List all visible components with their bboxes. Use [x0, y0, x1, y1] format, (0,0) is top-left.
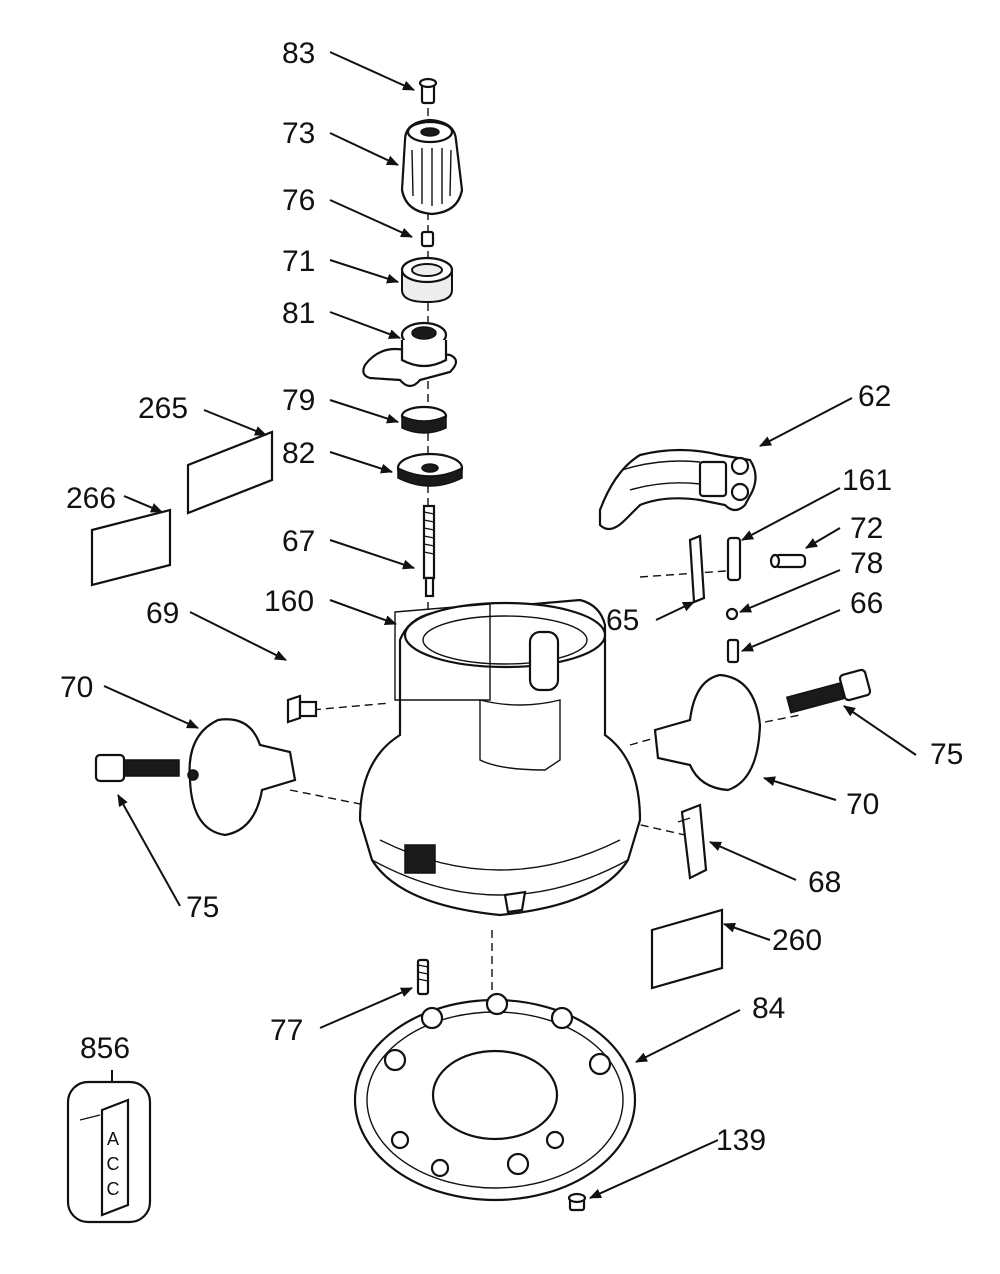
part-62-clamp-arm: [598, 448, 757, 531]
part-72-pin: [769, 553, 807, 569]
callout-73: 73: [282, 117, 315, 150]
callout-68: 68: [808, 866, 841, 899]
callout-66: 66: [850, 587, 883, 620]
part-856-accessory-kit: A C C: [66, 1080, 152, 1224]
callout-161: 161: [842, 464, 892, 497]
callout-76: 76: [282, 184, 315, 217]
part-75-bolt-left: [94, 753, 180, 783]
part-83-screw: [418, 77, 438, 105]
callout-67: 67: [282, 525, 315, 558]
center-axis: [289, 95, 801, 1095]
part-78-clip: [725, 607, 739, 621]
part-260-label-sheet: [650, 908, 724, 990]
callout-160: 160: [264, 585, 314, 618]
kit-label-c2: C: [107, 1179, 120, 1199]
part-71-collar: [400, 256, 454, 304]
callout-labels: 83 73 76 71 81 265 79 82 266 67 160 69 7…: [60, 37, 963, 1157]
part-76-pin: [420, 230, 435, 248]
callout-69: 69: [146, 597, 179, 630]
part-69-plate: [286, 694, 318, 724]
part-265-label-sheet: [186, 430, 274, 515]
callout-856: 856: [80, 1032, 130, 1065]
callout-139: 139: [716, 1124, 766, 1157]
kit-label-c1: C: [107, 1154, 120, 1174]
part-70-knob-left: [187, 718, 297, 837]
callout-81: 81: [282, 297, 315, 330]
callout-266: 266: [66, 482, 116, 515]
part-81-depth-lever: [362, 321, 458, 388]
callout-84: 84: [752, 992, 785, 1025]
callout-83: 83: [282, 37, 315, 70]
part-73-adjust-knob: [400, 118, 464, 216]
callout-70-left: 70: [60, 671, 93, 704]
kit-label-a: A: [107, 1129, 119, 1149]
callout-77: 77: [270, 1014, 303, 1047]
part-67-threaded-rod: [422, 504, 436, 598]
part-65-bracket: [688, 534, 706, 604]
part-161-shaft: [726, 536, 742, 582]
part-160-base-housing: [358, 598, 642, 917]
callout-70-right: 70: [846, 788, 879, 821]
callout-71: 71: [282, 245, 315, 278]
callout-72: 72: [850, 512, 883, 545]
part-66-pin: [726, 638, 740, 664]
callout-260: 260: [772, 924, 822, 957]
part-70-knob-right: [653, 673, 762, 792]
callout-65: 65: [606, 604, 639, 637]
part-79-spring-ring: [400, 405, 448, 434]
callout-265: 265: [138, 392, 188, 425]
callout-62: 62: [858, 380, 891, 413]
part-139-nut: [567, 1192, 587, 1212]
callout-82: 82: [282, 437, 315, 470]
part-68-clip: [677, 803, 708, 880]
callout-75-right: 75: [930, 738, 963, 771]
callout-78: 78: [850, 547, 883, 580]
part-82-washer: [396, 452, 464, 487]
leader-lines: [103, 51, 917, 1199]
part-77-screw: [416, 958, 430, 996]
callout-75-left: 75: [186, 891, 219, 924]
callout-79: 79: [282, 384, 315, 417]
part-75-bolt-right: [785, 668, 872, 714]
part-84-base-plate: [353, 992, 637, 1202]
part-266-label-sheet: [90, 508, 172, 587]
